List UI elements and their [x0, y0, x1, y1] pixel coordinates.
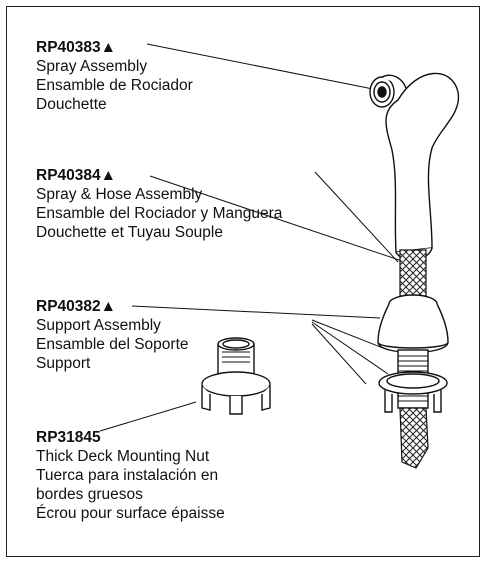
part-number-label: RP40384▲	[36, 167, 116, 184]
part-description-es: Ensamble de Rociador	[36, 77, 193, 94]
callout-rp40382: RP40382▲ Support Assembly Ensamble del S…	[36, 297, 189, 373]
part-description-es: Tuerca para instalación en	[36, 467, 219, 484]
leader-rp40382-c	[311, 321, 389, 375]
part-description-fr: Douchette et Tuyau Souple	[36, 224, 223, 241]
mounting-nut-drawing	[201, 337, 271, 415]
leader-rp40382-d	[311, 323, 367, 385]
part-description-fr: Support	[36, 355, 91, 372]
leader-rp40383	[146, 43, 379, 91]
part-description-es-cont: bordes gruesos	[36, 486, 143, 503]
leader-rp40382-b	[311, 319, 384, 349]
part-description-en: Spray Assembly	[36, 58, 148, 75]
part-number-label: RP40382▲	[36, 298, 116, 315]
callout-rp31845: RP31845 Thick Deck Mounting Nut Tuerca p…	[36, 428, 225, 523]
leader-rp40382-a	[131, 305, 381, 319]
part-number-label: RP31845	[36, 429, 101, 446]
leader-lines	[99, 43, 406, 432]
leader-rp40384-b	[314, 171, 399, 263]
part-description-fr: Écrou pour surface épaisse	[36, 505, 225, 522]
leader-rp40384-a	[149, 175, 406, 263]
part-description-es: Ensamble del Soporte	[36, 336, 189, 353]
part-description-en: Support Assembly	[36, 317, 161, 334]
callout-rp40383: RP40383▲ Spray Assembly Ensamble de Roci…	[36, 38, 193, 114]
part-description-es: Ensamble del Rociador y Manguera	[36, 205, 283, 222]
hose-lower	[399, 407, 429, 469]
part-number-label: RP40383▲	[36, 39, 116, 56]
part-description-en: Spray & Hose Assembly	[36, 186, 203, 203]
leader-rp31845	[99, 401, 197, 432]
spray-assembly-drawing	[369, 72, 460, 261]
part-description-fr: Douchette	[36, 96, 107, 113]
support-assembly-drawing	[377, 294, 449, 413]
part-description-en: Thick Deck Mounting Nut	[36, 448, 210, 465]
callout-rp40384: RP40384▲ Spray & Hose Assembly Ensamble …	[36, 166, 282, 242]
